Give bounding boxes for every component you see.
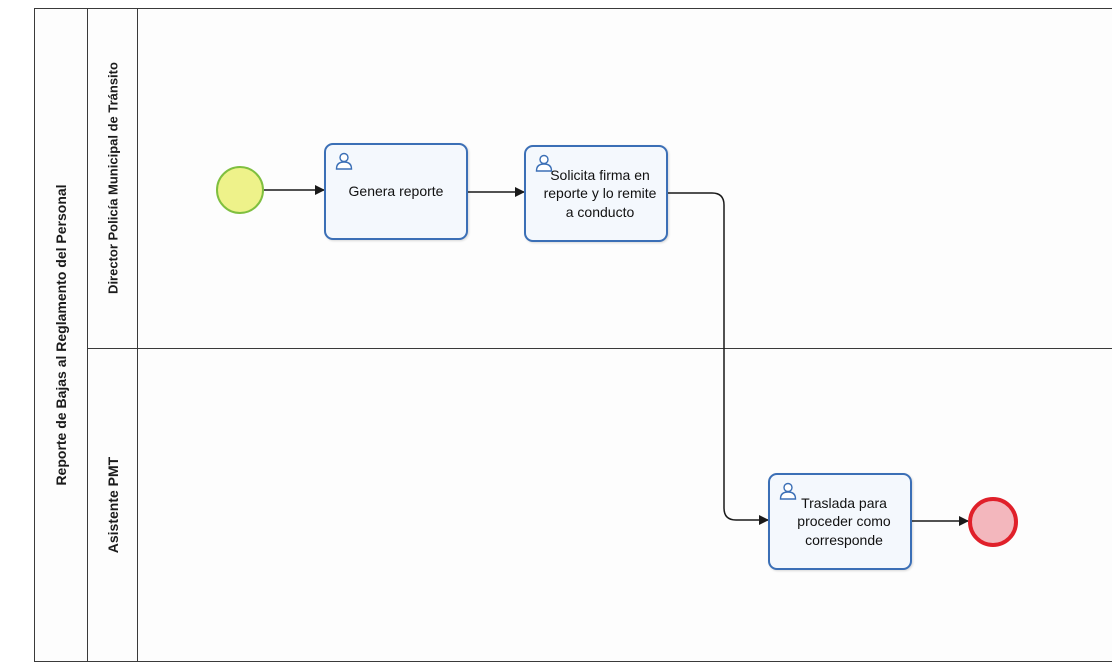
- lane-separator: [88, 348, 1112, 349]
- lane-header-director: Director Policía Municipal de Tránsito: [88, 8, 138, 348]
- user-icon: [779, 482, 797, 500]
- lane-header-asistente: Asistente PMT: [88, 348, 138, 662]
- task-genera-reporte[interactable]: Genera reporte: [324, 143, 468, 240]
- pool-header: Reporte de Bajas al Reglamento del Perso…: [34, 8, 88, 662]
- user-icon: [335, 152, 353, 170]
- task-label: Solicita firma en reporte y lo remite a …: [543, 167, 657, 220]
- task-solicita-firma[interactable]: Solicita firma en reporte y lo remite a …: [524, 145, 668, 242]
- task-label: Genera reporte: [348, 183, 444, 200]
- user-icon: [535, 154, 553, 172]
- flow-solicita-to-traslada: [668, 192, 769, 525]
- end-event[interactable]: [968, 497, 1018, 547]
- task-label: Traslada para proceder como corresponde: [797, 495, 891, 548]
- task-traslada[interactable]: Traslada para proceder como corresponde: [768, 473, 912, 570]
- start-event[interactable]: [216, 166, 264, 214]
- pool: [34, 8, 1112, 662]
